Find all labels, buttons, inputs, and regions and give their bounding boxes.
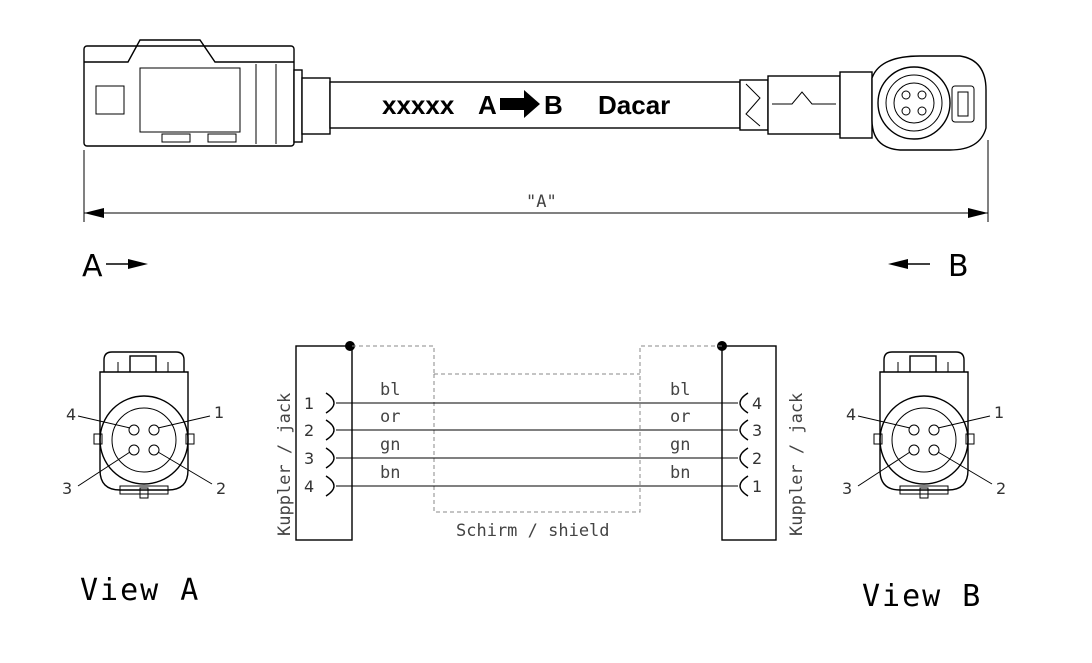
left-connector-label: Kuppler / jack [275,393,295,536]
shield-outline [352,345,722,513]
dimension-arrow-left-icon [84,208,104,218]
wire-1: 1 4 bl bl [304,380,762,414]
length-label: "A" [526,192,557,212]
dimension-arrow-right-icon [968,208,988,218]
wire-color-right-bn: bn [670,463,690,483]
view-a-label: View A [80,573,200,608]
direction-arrow-icon [500,90,540,118]
left-pin-3: 3 [304,449,314,468]
left-shield-node [345,341,355,351]
view-a-pin-2: 2 [216,479,226,498]
wire-color-left-bl: bl [380,380,400,400]
wire-color-right-gn: gn [670,435,690,455]
marking-code: xxxxx [382,90,455,120]
wire-2: 2 3 or or [304,407,762,441]
cable-marking: xxxxx A B Dacar [382,90,670,120]
arrow-left-icon [888,259,908,269]
wire-color-right-bl: bl [670,380,690,400]
arrow-right-icon [128,259,148,269]
right-connector-head [871,55,987,151]
view-b-pin-1: 1 [994,403,1004,422]
end-label-b: B [948,249,969,284]
view-b-face: 4 1 3 2 [842,351,1006,499]
right-strain-relief [739,71,873,139]
left-pin-2: 2 [304,421,314,440]
end-marker-a: A [82,249,148,284]
wire-4: 4 1 bn bn [304,463,762,497]
wire-color-left-gn: gn [380,435,400,455]
marking-brand: Dacar [598,90,670,120]
schematic: Schirm / shield Kuppler / jack Kuppler /… [275,341,807,541]
right-pin-4: 4 [752,394,762,413]
view-b-pin-3: 3 [842,479,852,498]
view-b-pin-4: 4 [846,405,856,424]
left-pin-1: 1 [304,394,314,413]
wire-3: 3 2 gn gn [304,435,762,469]
right-pin-1: 1 [752,477,762,496]
wire-color-left-bn: bn [380,463,400,483]
length-dimension: "A" [83,140,989,222]
wire-color-right-or: or [670,407,690,427]
view-b-pin-2: 2 [996,479,1006,498]
view-b-label: View B [862,579,982,614]
wire-color-left-or: or [380,407,400,427]
left-strain-relief [301,77,331,135]
left-pin-4: 4 [304,477,314,496]
shield-label: Schirm / shield [456,521,610,541]
view-a-face: 4 1 3 2 [62,351,226,499]
view-a-pin-1: 1 [214,403,224,422]
end-label-a: A [82,249,103,284]
right-pin-3: 3 [752,421,762,440]
marking-from: A [478,90,497,120]
left-connector-housing [83,39,303,147]
right-connector-label: Kuppler / jack [787,393,807,536]
view-a-pin-3: 3 [62,479,72,498]
right-pin-2: 2 [752,449,762,468]
end-marker-b: B [888,249,969,284]
marking-to: B [544,90,563,120]
view-a-pin-4: 4 [66,405,76,424]
right-jack-block [721,345,777,541]
left-jack-block [295,345,353,541]
